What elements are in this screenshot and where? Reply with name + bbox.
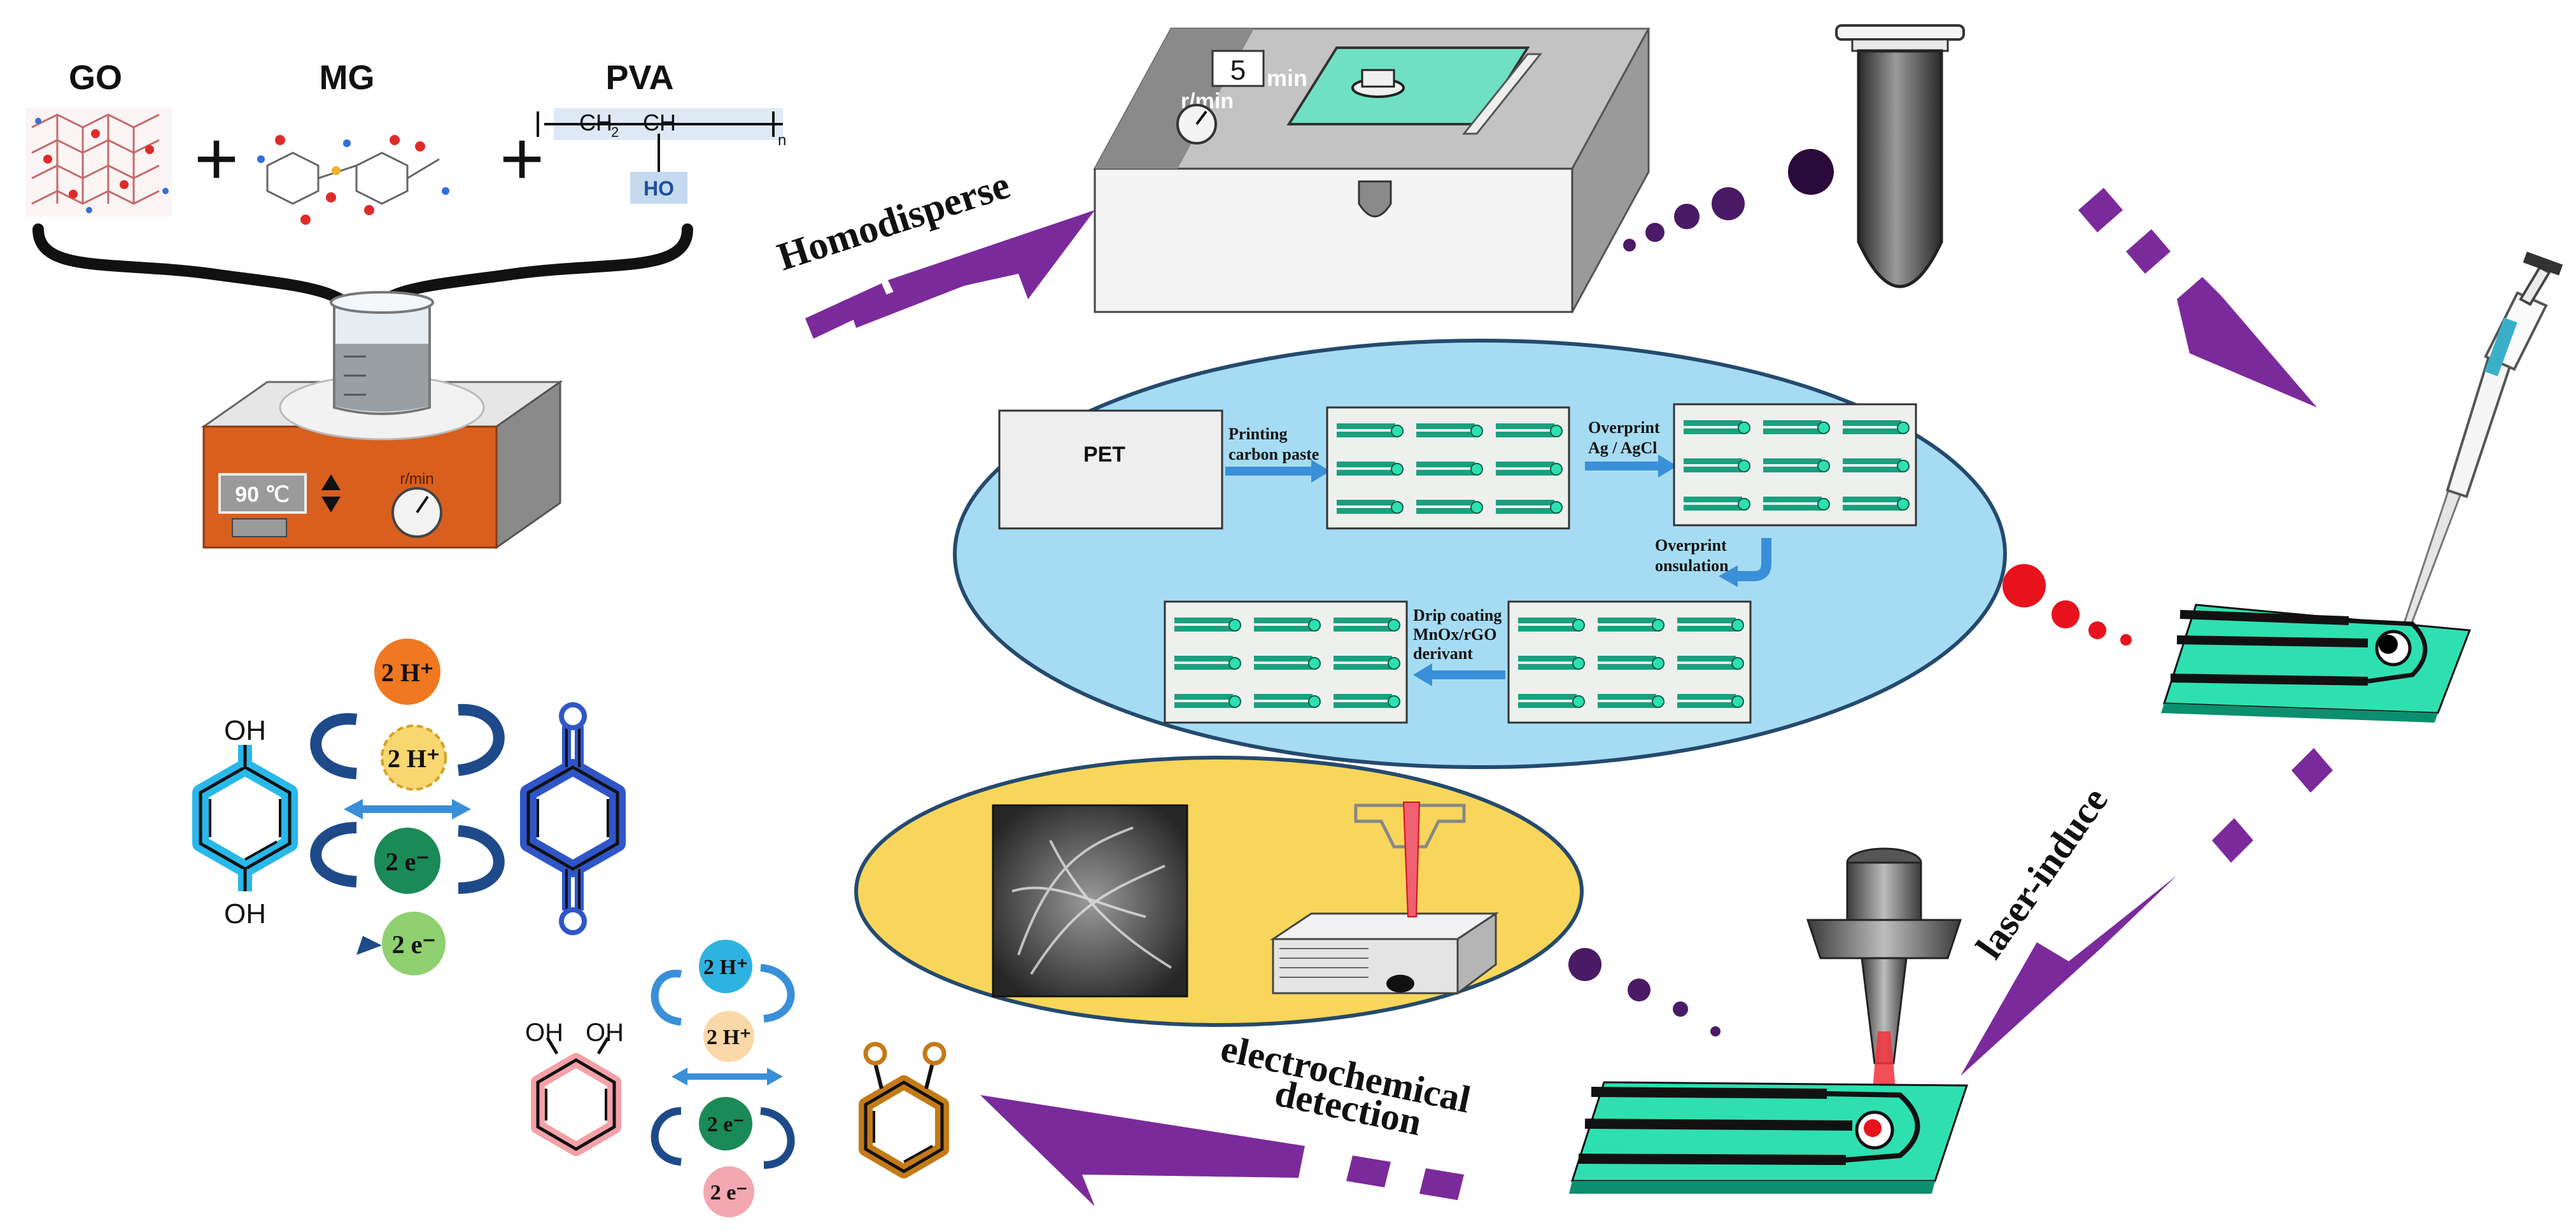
pva-ch: CH	[643, 110, 676, 136]
hq-equilibrium-arrow	[344, 799, 471, 819]
sheet-ag-overprinted	[1674, 404, 1916, 525]
step-arrow-4	[1413, 663, 1505, 686]
laser-arrow	[1960, 748, 2333, 1076]
hydroquinone-redox-cycle: 2 H⁺ 2 H⁺ 2 e⁻ 2 e⁻	[310, 639, 505, 975]
overprint-insulation-line2: onsulation	[1655, 556, 1729, 575]
mannose-glucan-structure	[257, 135, 449, 225]
hq-electron-text-1: 2 e⁻	[386, 847, 430, 876]
step-arrow-3	[1735, 538, 1771, 581]
step-arrow-1	[1225, 460, 1330, 483]
pipette	[2398, 251, 2563, 639]
pet-label: PET	[1083, 442, 1125, 467]
cat-proton-text-2: 2 H⁺	[707, 1026, 751, 1049]
printing-label-line2: carbon paste	[1228, 445, 1319, 463]
hq-proton-badge-1	[374, 639, 440, 705]
laser-engraver-illustration	[1270, 802, 1499, 995]
electrode-with-drop	[2161, 604, 2472, 723]
homodisperse-arrow	[805, 210, 1095, 339]
temperature-readout: 90 ℃	[235, 483, 289, 507]
hq-oh-top: OH	[224, 715, 266, 746]
characterization-ellipse	[854, 756, 1584, 1027]
mg-label: MG	[320, 59, 375, 97]
hq-proton-badge-2	[381, 725, 447, 791]
dots-to-characterization	[1568, 948, 1721, 1036]
pva-formula: CH 2 CH n HO	[537, 108, 786, 204]
hq-electron-badge-2	[382, 912, 446, 975]
overprint-ag-line2: Ag / AgCl	[1588, 439, 1657, 457]
catechol-oh-1: OH	[525, 1019, 563, 1047]
hq-electron-badge-1	[374, 828, 440, 894]
pva-label: PVA	[605, 59, 673, 97]
cat-proton-text-1: 2 H⁺	[703, 956, 748, 979]
cat-electron-text-1: 2 e⁻	[707, 1113, 745, 1136]
catechol-oh-2: OH	[586, 1019, 624, 1047]
catechol-redox-cycle: 2 H⁺ 2 H⁺ 2 e⁻ 2 e⁻	[651, 940, 795, 1217]
cat-electron-badge-2	[703, 1166, 754, 1217]
laser-induce-label: laser-induce	[1968, 780, 2116, 966]
beaker	[330, 291, 434, 415]
sheet-drip-coated	[1165, 602, 1407, 723]
centrifuge-tube	[1835, 24, 1965, 288]
hq-electron-text-2: 2 e⁻	[392, 930, 436, 959]
pva-n: n	[778, 132, 786, 149]
cat-proton-badge-1	[699, 940, 752, 993]
cat-electron-badge-1	[699, 1097, 752, 1150]
printing-label-line1: Printing	[1228, 425, 1287, 443]
catechol-molecule: OH OH	[525, 1019, 624, 1156]
cat-proton-badge-2	[703, 1011, 754, 1062]
plus-sign-1: +	[194, 116, 239, 201]
pva-ch2-subscript: 2	[611, 124, 619, 140]
pva-ch2: CH	[579, 110, 612, 136]
hydroquinone-molecule: OH OH	[192, 715, 298, 930]
hq-proton-text-2: 2 H⁺	[388, 744, 440, 773]
sheet-insulated	[1509, 602, 1750, 723]
drip-coating-line1: Drip coating	[1413, 606, 1502, 625]
go-label: GO	[69, 59, 122, 97]
sheet-carbon-printed	[1327, 407, 1569, 528]
o-benzoquinone-molecule	[859, 1042, 949, 1178]
mixer-device: 5 min r/min	[1093, 27, 1650, 313]
dots-to-tube	[1623, 149, 1834, 251]
electrode-laser-induced	[1569, 1081, 1969, 1194]
temperature-display	[218, 473, 307, 514]
red-dots	[2002, 564, 2132, 646]
drip-coating-line2: MnOx/rGO	[1413, 625, 1496, 644]
hotplate-rpm-label: r/min	[400, 470, 433, 488]
adjust-arrows-icon	[321, 474, 341, 512]
benzoquinone-molecule	[520, 702, 626, 935]
hq-proton-text-1: 2 H⁺	[381, 658, 433, 687]
detection-arrow	[980, 1095, 1464, 1206]
graphene-oxide-structure	[25, 108, 172, 216]
cat-electron-text-2: 2 e⁻	[710, 1181, 748, 1205]
pet-substrate	[998, 409, 1223, 530]
hq-oh-bottom: OH	[224, 898, 266, 930]
drip-coating-line3: derivant	[1413, 644, 1473, 663]
arrow-to-pipette	[2078, 188, 2317, 407]
overprint-insulation-line1: Overprint	[1655, 536, 1727, 555]
step-arrow-2	[1585, 455, 1677, 477]
mixer-time-unit: min	[1267, 65, 1307, 91]
overprint-ag-line1: Overprint	[1588, 418, 1660, 437]
hotplate-stirrer: 90 ℃ r/min	[201, 291, 563, 549]
pva-ho: HO	[644, 177, 674, 200]
cat-equilibrium-arrow	[672, 1068, 783, 1085]
mixer-time-value: 5	[1230, 55, 1246, 86]
